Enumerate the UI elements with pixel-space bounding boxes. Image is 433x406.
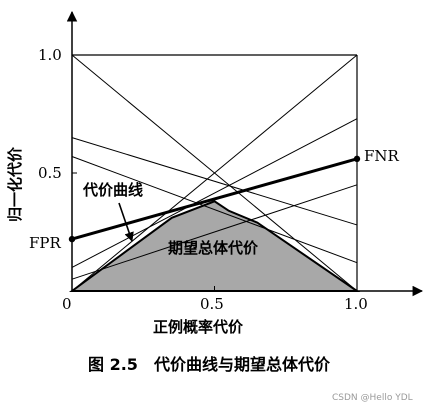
x-axis-title: 正例概率代价 [153, 318, 244, 336]
highlight-cost-line [71, 157, 358, 241]
origin-label: 0 [62, 295, 72, 313]
x-tick-label-0.5: 0.5 [200, 295, 224, 313]
cost-line-4 [71, 54, 358, 292]
fnr-point [353, 155, 361, 163]
y-tick-label-1.0: 1.0 [38, 46, 62, 64]
expected-total-cost-label: 期望总体代价 [168, 239, 259, 257]
fpr-point [68, 235, 76, 243]
cost-line-3 [71, 156, 358, 264]
cost-line-2 [71, 137, 358, 226]
watermark: CSDN @Hello YDL [332, 393, 413, 403]
cost-line-5 [71, 118, 358, 268]
cost-curve-pointer [118, 202, 134, 242]
y-tick-label-0.5: 0.5 [38, 164, 62, 182]
x-tick-label-1.0: 1.0 [344, 295, 368, 313]
cost-curve-label: 代价曲线 [82, 181, 143, 199]
caption-number: 图 2.5 [88, 355, 138, 374]
fpr-label: FPR [29, 234, 62, 252]
fnr-label: FNR [364, 147, 400, 165]
y-axis-title: 归一化代价 [6, 146, 24, 222]
caption-text: 代价曲线与期望总体代价 [153, 355, 331, 374]
cost-line-6 [71, 184, 358, 280]
